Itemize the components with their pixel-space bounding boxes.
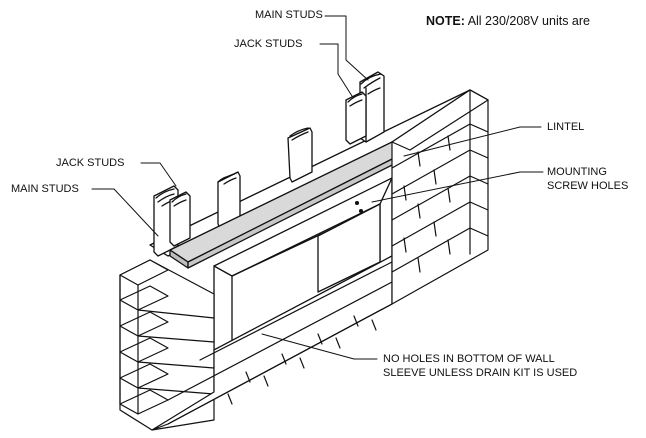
stud-jack-left bbox=[169, 191, 191, 247]
label-mounting-line2: SCREW HOLES bbox=[547, 180, 629, 192]
label-drain-line2: SLEEVE UNLESS DRAIN KIT IS USED bbox=[383, 367, 578, 379]
leader-drain bbox=[261, 333, 378, 360]
label-main-studs-left: MAIN STUDS bbox=[11, 183, 79, 195]
leader-jack-studs-top bbox=[319, 43, 353, 97]
brick-face-right bbox=[391, 89, 489, 305]
wall-sleeve bbox=[213, 177, 393, 353]
stud-back-2 bbox=[287, 127, 313, 183]
brick-face-bottom bbox=[151, 255, 393, 431]
label-mounting-line1: MOUNTING bbox=[547, 166, 607, 178]
label-jack-studs-top: JACK STUDS bbox=[234, 38, 303, 50]
label-jack-studs-left: JACK STUDS bbox=[56, 157, 125, 169]
leader-lines bbox=[91, 15, 544, 360]
leader-lintel bbox=[403, 126, 542, 157]
leader-mounting bbox=[371, 171, 544, 203]
label-main-studs-top: MAIN STUDS bbox=[255, 9, 323, 21]
note-prefix: NOTE: bbox=[426, 14, 465, 28]
note-body: All 230/208V units are bbox=[467, 14, 590, 28]
stud-jack-right bbox=[345, 91, 367, 145]
leader-jack-studs-left bbox=[140, 162, 177, 187]
leader-main-studs-left bbox=[91, 188, 159, 237]
leader-main-studs-top bbox=[324, 15, 369, 81]
label-drain-line1: NO HOLES IN BOTTOM OF WALL bbox=[383, 353, 555, 365]
note-text: NOTE: All 230/208V units are bbox=[426, 14, 590, 28]
label-lintel: LINTEL bbox=[547, 121, 585, 133]
